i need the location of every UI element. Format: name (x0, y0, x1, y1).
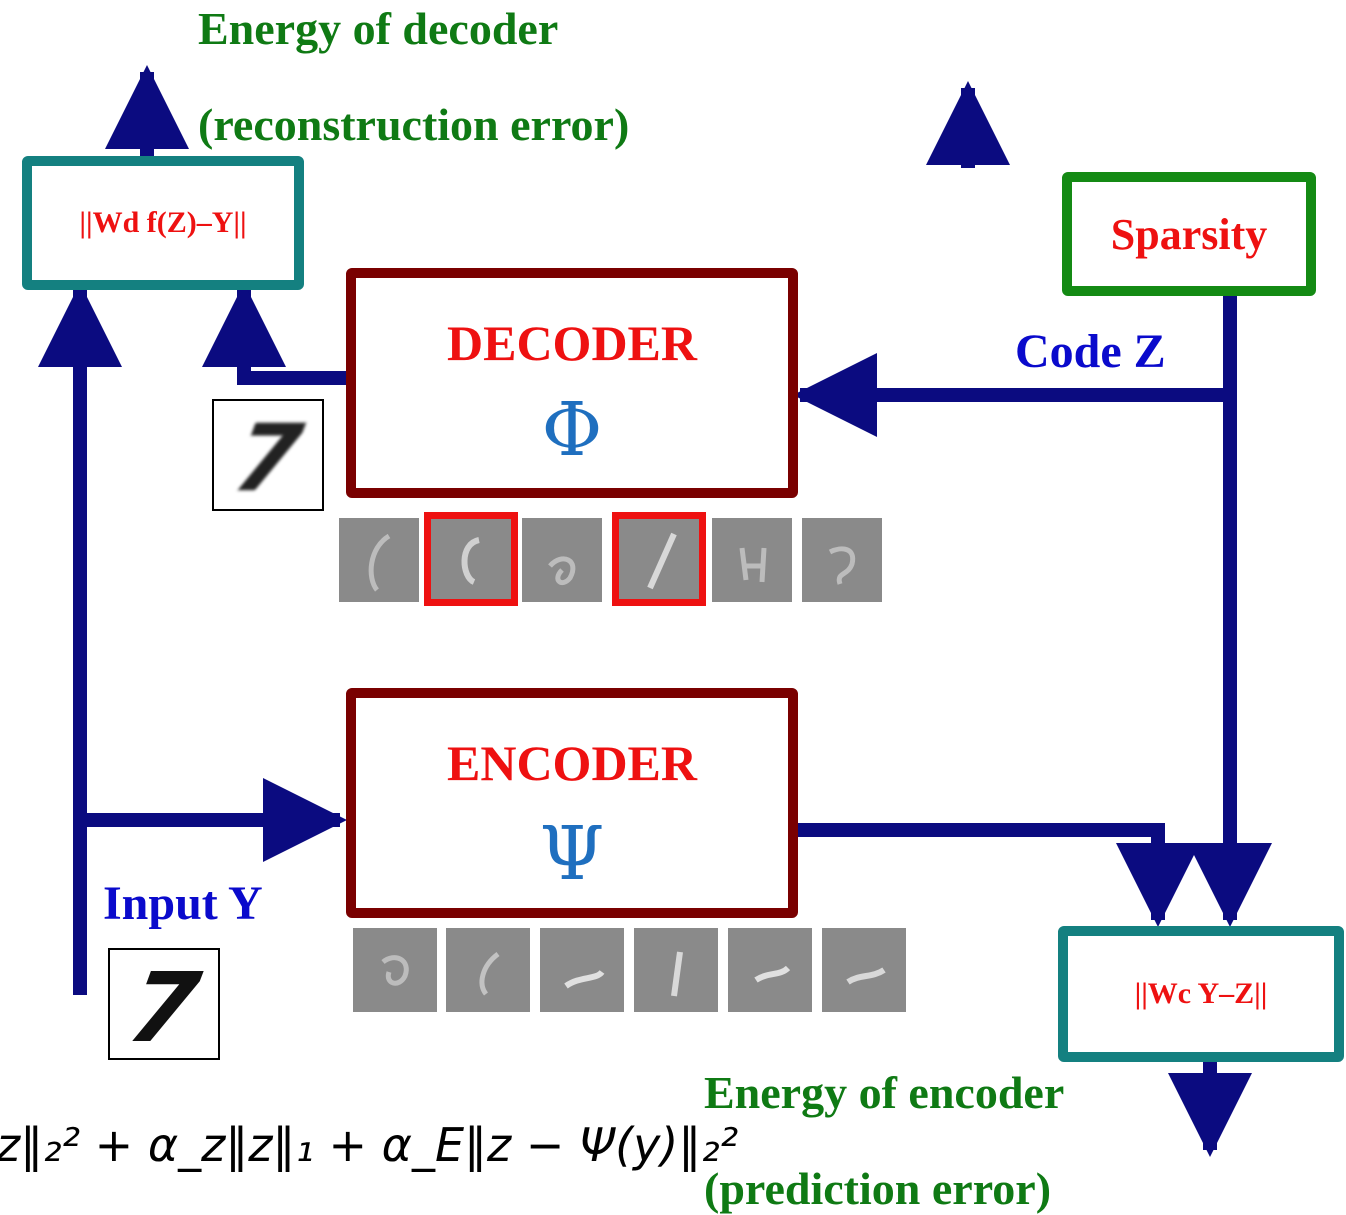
encoder-energy-subtitle: (prediction error) (704, 1163, 1052, 1214)
prediction-error-formula: ||Wc Y–Z|| (1134, 977, 1268, 1010)
encoder-energy-title: Energy of encoder (704, 1067, 1065, 1118)
encoder-filter-1 (353, 928, 437, 1012)
sparsity-box: Sparsity (1062, 172, 1316, 296)
decoder-energy-title: Energy of decoder (198, 3, 559, 54)
decoder-filter-4-highlighted (612, 512, 706, 606)
decoder-filter-2-highlighted (424, 512, 518, 606)
decoder-title: DECODER (446, 315, 698, 371)
arrow-encoder-to-pred (790, 823, 1200, 927)
encoder-filter-6 (822, 928, 906, 1012)
decoder-filter-5 (712, 518, 792, 602)
encoder-filter-5 (728, 928, 812, 1012)
encoder-psi-symbol: Ψ (539, 811, 605, 897)
prediction-error-box: ||Wc Y–Z|| (1058, 926, 1344, 1062)
arrow-decoder-to-recon (202, 283, 355, 385)
input-digit-glyph: 7 (120, 952, 208, 1060)
encoder-filter-4 (634, 928, 718, 1012)
decoder-energy-subtitle: (reconstruction error) (198, 99, 630, 150)
energy-formula: z‖₂² + α_z‖z‖₁ + α_E‖z − Ψ(y)‖₂² (0, 1118, 739, 1172)
code-z-label: Code Z (1015, 325, 1166, 378)
decoder-filter-6 (802, 518, 882, 602)
reconstructed-digit-glyph: 7 (226, 405, 310, 511)
decoder-filter-3 (522, 518, 602, 602)
encoder-filter-3 (540, 928, 624, 1012)
reconstruction-error-formula: ||Wd f(Z)–Y|| (79, 206, 247, 239)
sparsity-label: Sparsity (1110, 209, 1268, 259)
reconstructed-digit-image: 7 (212, 399, 324, 511)
decoder-box: DECODER Φ (346, 268, 798, 498)
reconstruction-error-box: ||Wd f(Z)–Y|| (22, 156, 304, 290)
decoder-phi-symbol: Φ (541, 387, 603, 473)
decoder-filter-1 (339, 518, 419, 602)
input-y-label: Input Y (103, 877, 263, 930)
encoder-filter-2 (446, 928, 530, 1012)
encoder-box: ENCODER Ψ (346, 688, 798, 918)
encoder-title: ENCODER (446, 735, 698, 791)
input-digit-image: 7 (108, 948, 220, 1060)
